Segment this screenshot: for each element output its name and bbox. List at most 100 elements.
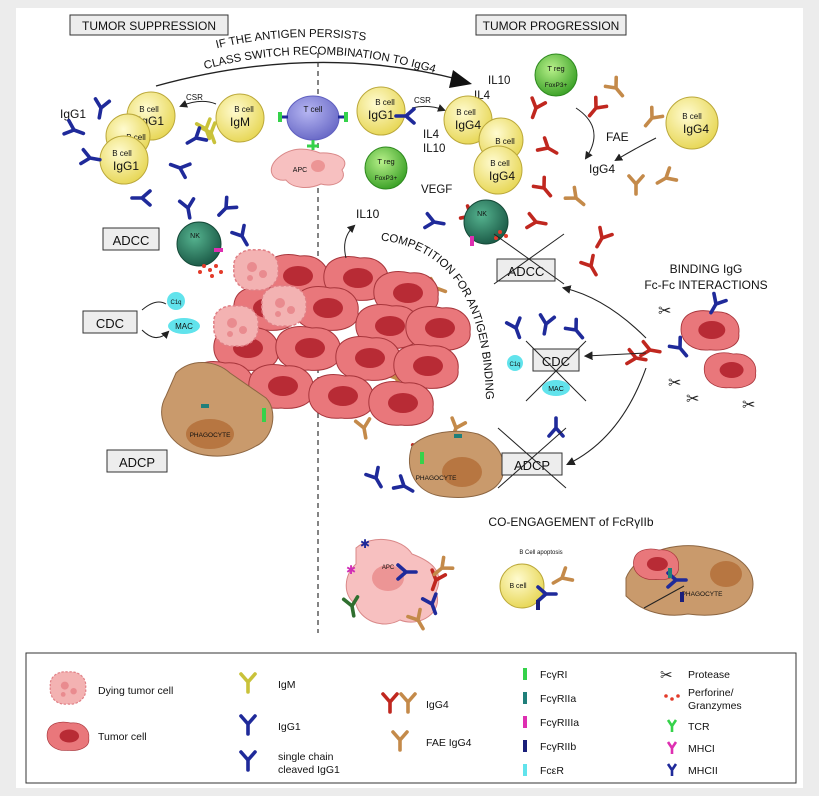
legend-mhcii: MHCII: [666, 763, 718, 777]
svg-text:IgG1: IgG1: [113, 159, 139, 173]
nk-cell-right: NK: [463, 199, 509, 245]
svg-text:Perforine/: Perforine/: [688, 687, 734, 699]
svg-text:✂: ✂: [658, 303, 671, 320]
legend-mhci: MHCI: [666, 741, 715, 755]
arc-text-class-switch: CLASS SWITCH RECOMBINATION TO IgG4: [203, 45, 438, 76]
svg-text:IgM: IgM: [230, 115, 250, 129]
svg-text:✂: ✂: [686, 391, 699, 408]
svg-text:B cell: B cell: [139, 105, 159, 114]
t-cell: T cell: [286, 95, 340, 141]
svg-text:FcεR: FcεR: [540, 765, 564, 777]
arc-line: [155, 61, 462, 87]
svg-text:MAC: MAC: [548, 386, 564, 393]
label-igg1-left: IgG1: [60, 107, 86, 121]
svg-text:✂: ✂: [668, 375, 681, 392]
svg-text:T cell: T cell: [304, 105, 323, 114]
svg-text:C1q: C1q: [170, 300, 181, 306]
svg-text:NK: NK: [190, 233, 200, 240]
svg-text:Granzymes: Granzymes: [688, 700, 742, 712]
label-csr-left: CSR: [186, 93, 203, 102]
adcc-box-left: ADCC: [102, 227, 160, 251]
svg-text:IgM: IgM: [278, 679, 296, 691]
svg-text:C1q: C1q: [509, 362, 520, 368]
fc-fc-arrows: [561, 285, 647, 466]
legend-dying-tumor-cell: Dying tumor cell: [49, 671, 173, 705]
svg-text:Tumor cell: Tumor cell: [98, 731, 147, 743]
b-cell-igm: B cell IgM: [215, 93, 265, 143]
svg-text:FoxP3+: FoxP3+: [375, 175, 398, 182]
svg-text:B cell: B cell: [126, 133, 146, 142]
nk-cell-left: NK: [176, 221, 222, 267]
svg-text:FcγRIIa: FcγRIIa: [540, 693, 576, 705]
svg-text:B cell: B cell: [375, 98, 395, 107]
label-il10-top: IL10: [488, 75, 510, 87]
arc-arrowhead-icon: [449, 70, 472, 88]
svg-text:MAC: MAC: [175, 322, 193, 331]
label-vegf: VEGF: [421, 184, 452, 196]
svg-text:IgG4: IgG4: [426, 699, 449, 711]
legend-protease: ✂ Protease: [660, 667, 730, 684]
svg-text:FcγRI: FcγRI: [540, 669, 567, 681]
svg-text:Protease: Protease: [688, 669, 730, 681]
legend-fae-igg4: FAE IgG4: [391, 730, 472, 752]
svg-text:cleaved IgG1: cleaved IgG1: [278, 764, 340, 776]
svg-text:IgG4: IgG4: [489, 169, 515, 183]
label-b-cell-apoptosis: B Cell apoptosis: [519, 550, 562, 556]
legend-fcgriiia: FcγRIIIa: [523, 716, 579, 729]
figure-frame: TUMOR SUPPRESSION TUMOR PROGRESSION IF T…: [16, 8, 803, 788]
svg-text:B cell: B cell: [234, 105, 254, 114]
protease-icons: ✂ ✂ ✂ ✂: [658, 303, 755, 414]
svg-text:B cell: B cell: [682, 112, 702, 121]
header-tumor-suppression: TUMOR SUPPRESSION: [69, 14, 229, 36]
svg-text:TUMOR SUPPRESSION: TUMOR SUPPRESSION: [82, 19, 216, 33]
svg-text:B cell: B cell: [112, 149, 132, 158]
cdc-box-right-crossed: CDC: [525, 340, 587, 402]
svg-text:CDC: CDC: [542, 354, 570, 369]
legend-igm: IgM: [239, 672, 296, 694]
t-reg-cell-lower: T reg FoxP3+: [364, 146, 408, 190]
svg-text:Dying tumor cell: Dying tumor cell: [98, 685, 173, 697]
svg-text:T reg: T reg: [547, 64, 564, 73]
perforine-dots-left: [198, 264, 223, 278]
legend-perforine: Perforine/ Granzymes: [664, 687, 742, 712]
protease-icon: ✂: [660, 667, 673, 684]
legend: Dying tumor cell Tumor cell IgM IgG1 sin…: [25, 652, 797, 784]
c1q-right: C1q: [507, 355, 523, 371]
cdc-box-left: CDC: [82, 310, 138, 334]
svg-text:B cell: B cell: [490, 159, 510, 168]
mac-left: MAC: [168, 318, 200, 334]
co-engagement-apc: APC: [345, 538, 440, 625]
svg-text:TUMOR PROGRESSION: TUMOR PROGRESSION: [483, 19, 620, 33]
svg-text:FAE IgG4: FAE IgG4: [426, 737, 472, 749]
svg-text:IgG4: IgG4: [683, 122, 709, 136]
b-cell-apoptosis: B cell: [499, 563, 545, 609]
label-binding-igg: BINDING IgG: [670, 262, 743, 276]
svg-text:APC: APC: [293, 167, 307, 174]
svg-text:TCR: TCR: [688, 721, 710, 733]
svg-text:NK: NK: [477, 211, 487, 218]
legend-igg1: IgG1: [239, 714, 301, 736]
svg-text:APC: APC: [382, 565, 395, 571]
phagocyte-left: PHAGOCYTE: [161, 362, 274, 457]
adcc-box-right-crossed: ADCC: [493, 233, 565, 285]
svg-text:T reg: T reg: [377, 157, 394, 166]
adcp-box-right-crossed: ADCP: [497, 427, 567, 489]
phagocyte-right: PHAGOCYTE: [409, 430, 505, 498]
svg-text:B cell: B cell: [456, 108, 476, 117]
header-tumor-progression: TUMOR PROGRESSION: [475, 14, 627, 36]
svg-text:B cell: B cell: [495, 137, 515, 146]
svg-text:MHCI: MHCI: [688, 743, 715, 755]
svg-text:ADCP: ADCP: [514, 458, 550, 473]
label-csr-right: CSR: [414, 96, 431, 105]
mhcii-star-icon: ✱: [360, 537, 370, 551]
svg-text:ADCP: ADCP: [119, 455, 155, 470]
svg-text:PHAGOCYTE: PHAGOCYTE: [416, 475, 457, 482]
svg-text:PHAGOCYTE: PHAGOCYTE: [190, 432, 231, 439]
svg-text:IgG4: IgG4: [455, 118, 481, 132]
legend-fcer: FcεR: [523, 764, 564, 777]
label-fae: FAE: [606, 130, 629, 144]
c1q-left: C1q: [167, 292, 185, 310]
svg-text:IgG1: IgG1: [278, 721, 301, 733]
